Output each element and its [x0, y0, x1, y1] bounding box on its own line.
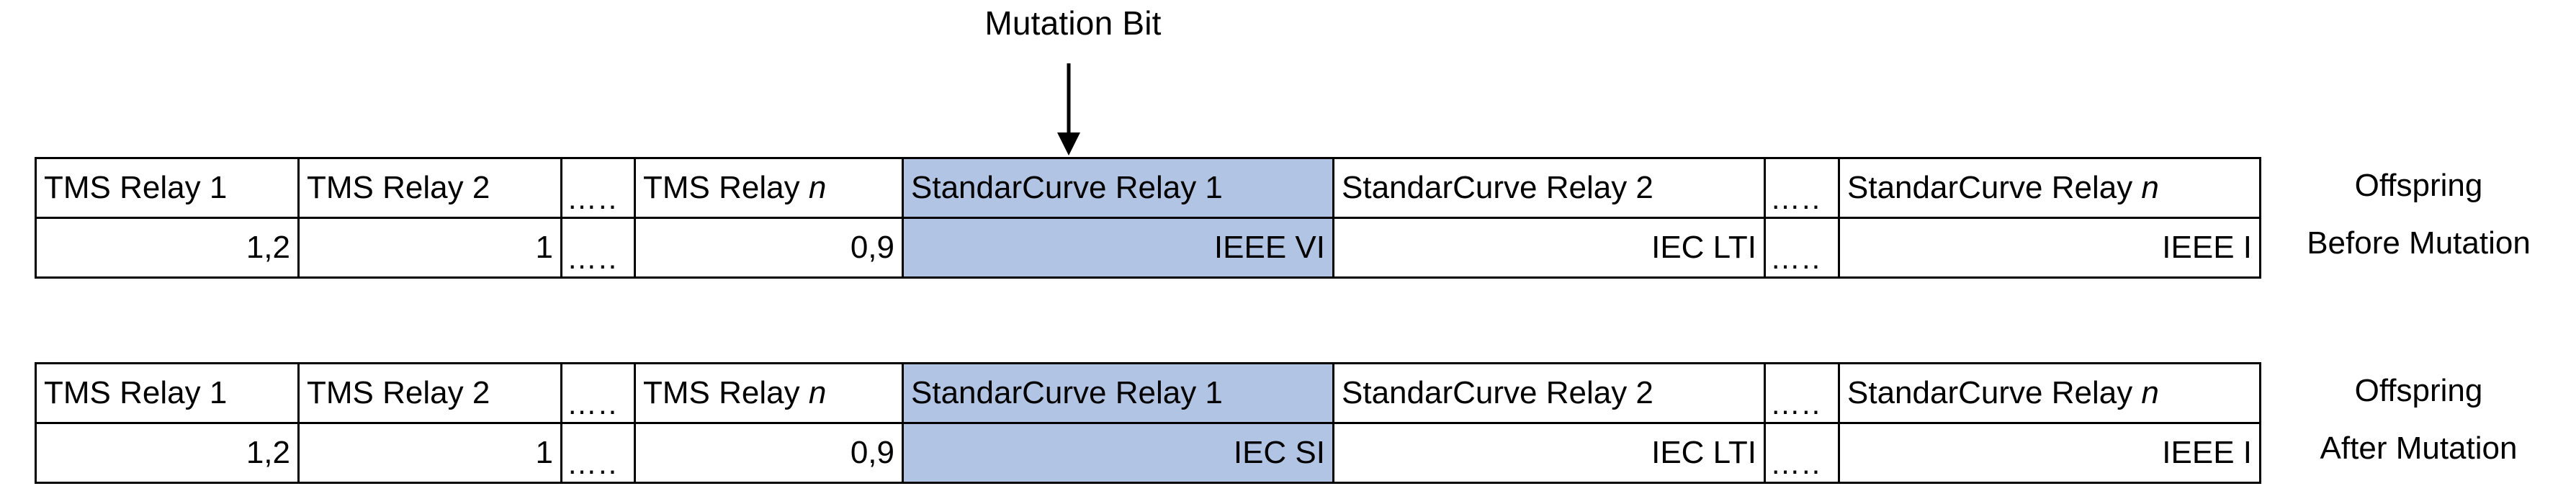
gene-value-standarcurve-relay-2: IEC LTI	[1332, 217, 1766, 279]
side-label-offspring: Offspring	[2354, 373, 2483, 408]
gene-header-ellipsis-1: …..	[560, 157, 636, 219]
gene-value-standarcurve-relay-2: IEC LTI	[1332, 422, 1766, 484]
side-label-offspring: Offspring	[2354, 168, 2483, 203]
ellipsis-text: …..	[567, 387, 619, 420]
down-arrow-icon	[1053, 63, 1085, 156]
ellipsis-text: …..	[567, 241, 619, 275]
gene-header-text: StandarCurve Relay	[1847, 170, 2142, 205]
gene-header-text: TMS Relay 2	[307, 170, 490, 205]
gene-header-tms-relay-n: TMS Relay n	[634, 362, 904, 424]
ellipsis-text: …..	[1770, 241, 1822, 275]
side-label-before-mutation: Before Mutation	[2307, 225, 2531, 261]
ellipsis-text: …..	[567, 181, 619, 215]
gene-header-tms-relay-2: TMS Relay 2	[297, 157, 562, 219]
gene-header-text: TMS Relay 1	[44, 170, 228, 205]
table-row: TMS Relay 1 TMS Relay 2 ….. TMS Relay n …	[35, 157, 2261, 219]
ellipsis-text: …..	[1770, 387, 1822, 420]
gene-value-standarcurve-relay-n: IEEE I	[1838, 217, 2261, 279]
gene-header-standarcurve-relay-n: StandarCurve Relay n	[1838, 362, 2261, 424]
gene-header-text: TMS Relay	[643, 170, 809, 205]
gene-header-tms-relay-2: TMS Relay 2	[297, 362, 562, 424]
table-row: 1,2 1 ….. 0,9 IEC SI IEC LTI ….. IEEE I	[35, 422, 2261, 484]
gene-value-tms-relay-2: 1	[297, 422, 562, 484]
ellipsis-text: …..	[1770, 446, 1822, 480]
side-labels-before: Offspring Before Mutation	[2261, 157, 2576, 272]
gene-value-tms-relay-n: 0,9	[634, 422, 904, 484]
gene-value-ellipsis-2: …..	[1764, 422, 1840, 484]
gene-header-standarcurve-relay-2: StandarCurve Relay 2	[1332, 362, 1766, 424]
gene-header-tms-relay-1: TMS Relay 1	[35, 362, 300, 424]
gene-value-tms-relay-n: 0,9	[634, 217, 904, 279]
chromosome-table-after: TMS Relay 1 TMS Relay 2 ….. TMS Relay n …	[35, 362, 2261, 484]
gene-value-tms-relay-1: 1,2	[35, 422, 300, 484]
gene-header-text: StandarCurve Relay 1	[911, 375, 1223, 410]
gene-header-index: n	[2141, 170, 2159, 205]
gene-header-tms-relay-n: TMS Relay n	[634, 157, 904, 219]
gene-header-text: StandarCurve Relay	[1847, 375, 2142, 410]
chromosome-table-before: TMS Relay 1 TMS Relay 2 ….. TMS Relay n …	[35, 157, 2261, 279]
gene-value-ellipsis-1: …..	[560, 422, 636, 484]
table-row: TMS Relay 1 TMS Relay 2 ….. TMS Relay n …	[35, 362, 2261, 424]
gene-header-standarcurve-relay-n: StandarCurve Relay n	[1838, 157, 2261, 219]
gene-header-standarcurve-relay-2: StandarCurve Relay 2	[1332, 157, 1766, 219]
gene-header-ellipsis-2: …..	[1764, 362, 1840, 424]
ellipsis-text: …..	[1770, 181, 1822, 215]
gene-header-ellipsis-2: …..	[1764, 157, 1840, 219]
gene-value-tms-relay-2: 1	[297, 217, 562, 279]
gene-value-ellipsis-1: …..	[560, 217, 636, 279]
side-labels-after: Offspring After Mutation	[2261, 362, 2576, 477]
gene-header-index: n	[808, 375, 827, 410]
gene-header-standarcurve-relay-1: StandarCurve Relay 1	[902, 157, 1334, 219]
gene-value-standarcurve-relay-1: IEEE VI	[902, 217, 1334, 279]
gene-value-tms-relay-1: 1,2	[35, 217, 300, 279]
gene-value-ellipsis-2: …..	[1764, 217, 1840, 279]
table-row: 1,2 1 ….. 0,9 IEEE VI IEC LTI ….. IEEE I	[35, 217, 2261, 279]
side-label-after-mutation: After Mutation	[2320, 431, 2518, 466]
gene-header-index: n	[2141, 375, 2159, 410]
gene-value-standarcurve-relay-n: IEEE I	[1838, 422, 2261, 484]
gene-header-tms-relay-1: TMS Relay 1	[35, 157, 300, 219]
gene-header-text: StandarCurve Relay 1	[911, 170, 1223, 205]
gene-value-standarcurve-relay-1: IEC SI	[902, 422, 1334, 484]
gene-header-text: StandarCurve Relay 2	[1342, 170, 1653, 205]
gene-header-text: TMS Relay	[643, 375, 809, 410]
gene-header-text: TMS Relay 2	[307, 375, 490, 410]
mutation-bit-label: Mutation Bit	[984, 4, 1162, 42]
gene-header-text: TMS Relay 1	[44, 375, 228, 410]
gene-header-index: n	[808, 170, 827, 205]
gene-header-text: StandarCurve Relay 2	[1342, 375, 1653, 410]
ellipsis-text: …..	[567, 446, 619, 480]
gene-header-ellipsis-1: …..	[560, 362, 636, 424]
gene-header-standarcurve-relay-1: StandarCurve Relay 1	[902, 362, 1334, 424]
